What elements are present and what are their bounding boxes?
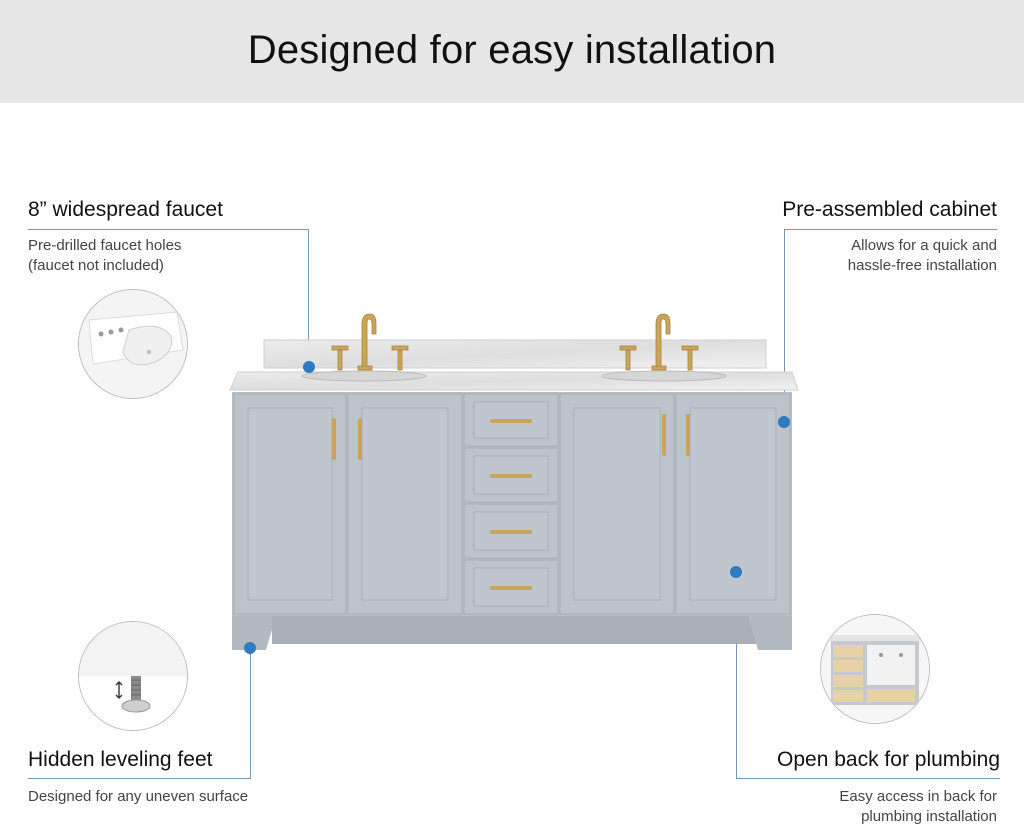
- leader-line-back-h: [736, 778, 1000, 779]
- callout-dot-back: [730, 566, 742, 578]
- leveling-foot-detail-image: [78, 621, 188, 731]
- open-back-detail-image: [820, 614, 930, 724]
- feature-desc-back-2: plumbing installation: [861, 808, 997, 825]
- header-banner: Designed for easy installation: [0, 0, 1024, 103]
- sink-detail-image: [78, 289, 188, 399]
- callout-dot-faucet: [303, 361, 315, 373]
- callout-dot-cabinet: [778, 416, 790, 428]
- leader-line-feet-h: [28, 778, 250, 779]
- feature-desc-back-1: Easy access in back for: [839, 788, 997, 805]
- feature-title-cabinet: Pre-assembled cabinet: [782, 198, 997, 221]
- feature-desc-feet-1: Designed for any uneven surface: [28, 788, 249, 805]
- page-title: Designed for easy installation: [247, 28, 777, 72]
- callout-dot-feet: [244, 642, 256, 654]
- leader-line-feet-v: [250, 648, 251, 779]
- leader-line-faucet-h: [28, 229, 308, 230]
- leader-line-cabinet-h: [784, 229, 997, 230]
- feature-title-faucet: 8” widespread faucet: [28, 198, 223, 221]
- feature-desc-faucet-2: (faucet not included): [28, 257, 164, 274]
- feature-desc-cabinet-2: hassle-free installation: [847, 257, 997, 274]
- leader-line-faucet-v: [308, 229, 309, 367]
- feature-desc-cabinet-1: Allows for a quick and: [851, 237, 997, 254]
- vanity-image: [228, 310, 802, 655]
- leader-line-back-v: [736, 572, 737, 779]
- feature-title-feet: Hidden leveling feet: [28, 748, 213, 771]
- feature-title-back: Open back for plumbing: [777, 748, 1000, 771]
- feature-desc-faucet-1: Pre-drilled faucet holes: [28, 237, 182, 254]
- leader-line-cabinet-v: [784, 229, 785, 422]
